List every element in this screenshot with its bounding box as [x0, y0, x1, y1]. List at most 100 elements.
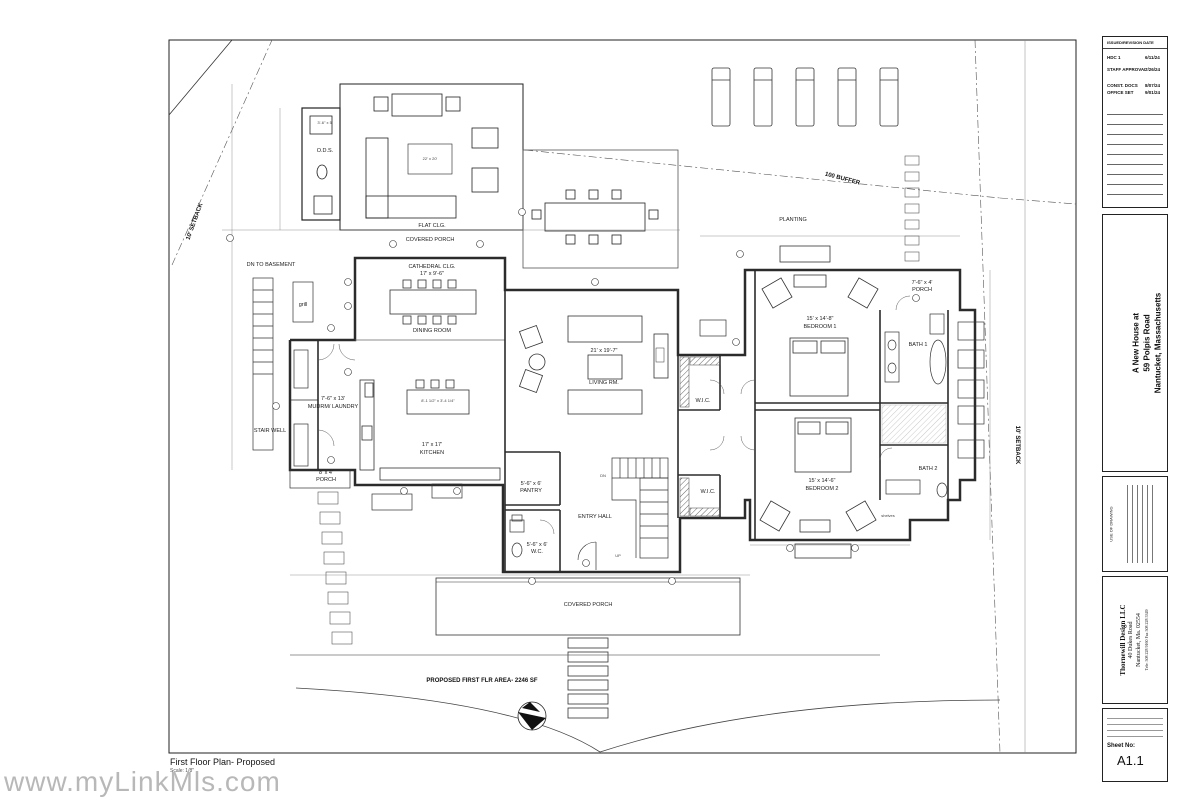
drawing-title: First Floor Plan- Proposed	[170, 757, 276, 767]
closet-hatching	[679, 356, 947, 517]
ods-dim: 3'-6" x 5'	[317, 120, 332, 125]
island-dim: 8'-1 1/2" x 3'-4 1/4"	[421, 398, 455, 403]
living-label: LIVING RM.	[589, 380, 619, 386]
entry-label: ENTRY HALL	[578, 514, 612, 520]
cathedral-dim: 17' x 9'-6"	[420, 271, 444, 277]
project-line-2: 59 Polpis Road	[1142, 314, 1152, 372]
north-arrow	[517, 701, 547, 731]
firm-name: Thornewill Design LLC	[1119, 604, 1127, 676]
grill-label: grill	[299, 302, 308, 308]
kitchen-label: KITCHEN	[420, 450, 444, 456]
project-line-3: Nantucket, Massachusetts	[1153, 292, 1163, 394]
sheet-no-label: Sheet No:	[1107, 743, 1136, 749]
basement-stair	[252, 277, 314, 451]
property-line	[168, 39, 233, 116]
rev-2-label: STAFF APPROVAL	[1107, 67, 1147, 72]
entry-stair	[577, 457, 669, 570]
area-note: PROPOSED FIRST FLR AREA- 2246 SF	[426, 678, 537, 684]
dn-label: DN	[600, 473, 606, 478]
project-block: A New House at 59 Polpis Road Nantucket,…	[1102, 214, 1168, 472]
rev-1-date: 6/11/24	[1145, 55, 1160, 60]
mudrm-dim: 7'-6" x 13'	[321, 396, 345, 402]
kitchen-dim: 17' x 17'	[422, 442, 442, 448]
wc-dim: 5'-6" x 6'	[527, 542, 548, 548]
porch-left-label: PORCH	[316, 477, 336, 483]
pantry-dim: 5'-6" x 6'	[521, 481, 542, 487]
sheet-no: A1.1	[1117, 753, 1144, 768]
living-dim: 21' x 19'-7"	[591, 348, 618, 354]
setback-line-left	[171, 39, 273, 266]
use-of-drawing-label: USE OF DRAWING	[1108, 506, 1114, 542]
sheet-border	[168, 39, 1077, 754]
kitchen-counters	[359, 379, 501, 481]
pool-loungers	[711, 67, 899, 127]
ods-label: O.D.S.	[317, 148, 334, 154]
up-label: UP	[615, 553, 621, 558]
wc-fixtures	[509, 514, 525, 558]
patio-dim: 22' x 20'	[423, 156, 438, 161]
bath-fixtures	[371, 313, 985, 511]
stepping-stones-right	[904, 155, 920, 262]
wc-label: W.C.	[531, 549, 543, 555]
wic2-label: W.I.C.	[701, 489, 716, 495]
revision-block: ISSUED/REVISION DATE HDC 1 6/11/24 STAFF…	[1102, 36, 1168, 208]
revision-header: ISSUED/REVISION DATE	[1107, 40, 1154, 45]
bedroom1-label: BEDROOM 1	[803, 324, 836, 330]
living-furniture	[518, 315, 669, 415]
setback-line-right	[974, 39, 1001, 754]
bath1-label: BATH 1	[909, 342, 928, 348]
bath2-label: BATH 2	[919, 466, 938, 472]
door-swings	[317, 295, 911, 535]
sheet-block: Sheet No: A1.1	[1102, 708, 1168, 782]
rev-3-date: 8/07/24	[1145, 83, 1161, 88]
watermark: www.myLinkMls.com	[4, 766, 281, 797]
dining-label: DINING ROOM	[413, 328, 451, 334]
buffer-label: 100 BUFFER	[824, 171, 861, 186]
flat-clg-label: FLAT CLG.	[418, 223, 446, 229]
project-line-1: A New House at	[1131, 312, 1141, 374]
wic1-label: W.I.C.	[696, 398, 711, 404]
bedroom1-furniture	[761, 245, 879, 397]
porch-right-label: PORCH	[912, 287, 932, 293]
covered-porch-bottom-label: COVERED PORCH	[564, 602, 613, 608]
exterior-walls	[288, 256, 977, 574]
patio	[301, 83, 679, 269]
rev-4-date: 9/01/24	[1145, 90, 1161, 95]
mudroom-fixtures	[289, 349, 351, 489]
cathedral-label: CATHEDRAL CLG.	[408, 264, 456, 270]
pantry-label: PANTRY	[520, 488, 542, 494]
shelves-label: shelves	[881, 513, 895, 518]
covered-porch-bottom	[435, 577, 741, 719]
firm-block: Thornewill Design LLC 40 Dukes Road Nant…	[1102, 576, 1168, 704]
bedroom2-dim: 15' x 14'-6"	[809, 478, 836, 484]
interior-walls	[290, 270, 949, 572]
porch-left-dim: 8' x 4'	[319, 470, 333, 476]
bedroom1-dim: 15' x 14'-8"	[807, 316, 834, 322]
window-tags	[226, 208, 920, 585]
firm-address: 40 Dukes Road	[1128, 621, 1134, 659]
porch-right-dim: 7'-6" x 4'	[912, 280, 933, 286]
stepping-stones-left	[317, 491, 353, 645]
landscape-curve	[295, 687, 601, 753]
rev-4-label: OFFICE SET	[1107, 90, 1134, 95]
mudrm-label: MUDRM/ LAUNDRY	[308, 404, 359, 410]
bedroom2-furniture	[759, 417, 877, 559]
drawing-scale: Scale: 1/8"	[170, 768, 195, 774]
firm-phone: Tele: 508 228 9160 Fax 508 228 5349	[1144, 609, 1149, 671]
planting-label: PLANTING	[779, 217, 807, 223]
firm-city: Nantucket, Ma. 02554	[1136, 613, 1142, 667]
covered-porch-top-label: COVERED PORCH	[406, 237, 455, 243]
rev-3-label: CONST. DOCS	[1107, 83, 1138, 88]
setback-right-label: 10' SETBACK	[1014, 426, 1020, 465]
room-labels: O.D.S. 3'-6" x 5' 22' x 20' FLAT CLG. CO…	[247, 120, 938, 608]
rev-2-date: 7/26/24	[1145, 67, 1161, 72]
dimension-lines	[222, 84, 991, 656]
buffer-line	[524, 149, 1001, 199]
dn-basement-label: DN TO BASEMENT	[247, 262, 296, 268]
use-of-drawing-block: USE OF DRAWING	[1102, 476, 1168, 572]
dining-table	[389, 279, 477, 325]
stair-well-label: STAIR WELL	[254, 428, 286, 434]
bedroom2-label: BEDROOM 2	[805, 486, 838, 492]
setback-left-label: 10' SETBACK	[186, 202, 205, 241]
